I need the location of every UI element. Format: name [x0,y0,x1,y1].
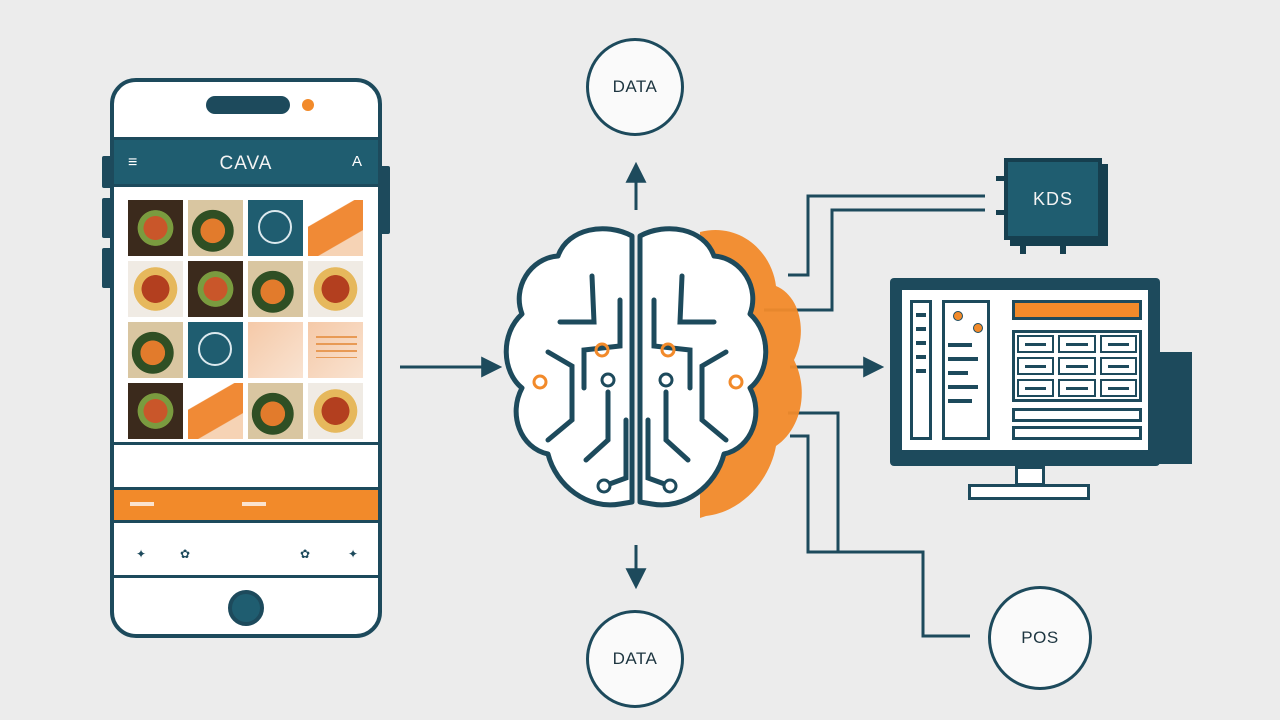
food-image-tile[interactable] [308,322,363,378]
monitor-row [1012,408,1142,422]
food-image-tile[interactable] [248,322,303,378]
nav-home-icon[interactable]: ✦ [136,547,147,561]
phone-power-button [380,166,390,234]
chip-pin [1020,244,1026,254]
food-image-tile[interactable] [308,200,363,256]
bottom-nav: ✦ ✿ ✿ ✦ [114,537,378,575]
pos-node: POS [988,586,1092,690]
chip-pin [1060,244,1066,254]
connector-brain-to-kds-b [764,208,985,312]
monitor-shadow [1158,352,1192,464]
connector-brain-to-kds-a [788,194,985,277]
food-image-tile[interactable] [308,383,363,439]
phone-camera-icon [302,99,314,111]
phone-speaker [206,96,290,114]
nav-cart-icon[interactable]: ✿ [300,547,311,561]
connector-brain-to-pos-b [790,434,970,638]
phone-side-button [102,156,112,188]
monitor-sidebar [910,300,932,440]
smartphone: ≡ CAVA A ✦ ✿ [110,78,382,638]
monitor-row [1012,426,1142,440]
data-node-top: DATA [586,38,684,136]
food-image-tile[interactable] [188,322,243,378]
data-node-bottom: DATA [586,610,684,708]
food-image-tile[interactable] [188,261,243,317]
monitor-table [1012,330,1142,402]
phone-divider [114,442,378,445]
monitor-screen [902,290,1148,450]
food-image-tile[interactable] [248,261,303,317]
food-image-tile[interactable] [128,200,183,256]
dashboard-monitor [890,278,1160,466]
food-image-tile[interactable] [188,383,243,439]
food-image-tile[interactable] [248,200,303,256]
monitor-panel [942,300,990,440]
monitor-base [968,484,1090,500]
app-header: ≡ CAVA A [114,137,378,187]
brain-icon [503,226,802,519]
phone-divider [114,575,378,578]
food-image-tile[interactable] [248,383,303,439]
food-image-tile[interactable] [188,200,243,256]
menu-icon[interactable]: ≡ [128,154,138,171]
food-image-tile[interactable] [308,261,363,317]
order-bar[interactable] [114,487,378,523]
nav-profile-icon[interactable]: ✦ [348,547,359,561]
connector-brain-to-pos-a [788,411,906,554]
food-image-tile[interactable] [128,322,183,378]
user-icon[interactable]: A [351,153,362,170]
phone-side-button [102,198,112,238]
monitor-stand [1015,466,1045,486]
chip-pin [996,176,1004,181]
monitor-header-bar [1012,300,1142,320]
phone-side-button [102,248,112,288]
kds-node: KDS [1004,158,1102,240]
menu-image-grid [128,200,364,442]
food-image-tile[interactable] [128,383,183,439]
chip-pin [996,210,1004,215]
food-image-tile[interactable] [128,261,183,317]
app-title: CAVA [219,153,273,174]
home-button[interactable] [228,590,264,626]
nav-menu-icon[interactable]: ✿ [180,547,191,561]
